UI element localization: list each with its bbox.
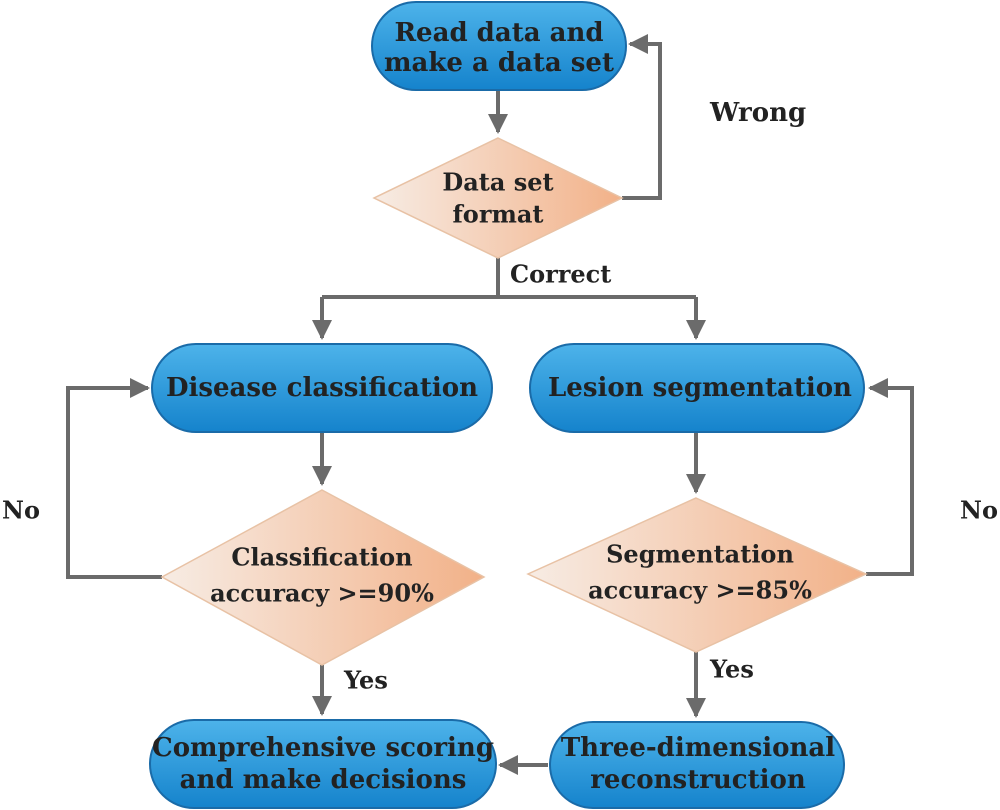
- node-three-dimensional-reconstruction: Three-dimensional reconstruction: [549, 721, 845, 809]
- edge-label-yes-right: Yes: [709, 655, 754, 684]
- edge-labels: Wrong Correct No No Yes Yes: [2, 98, 998, 695]
- edge-label-no-right: No: [960, 496, 998, 525]
- arrow-format-split: [322, 258, 696, 299]
- node-comprehensive-scoring: Comprehensive scoring and make decisions: [149, 719, 497, 809]
- arrow-class-no-loop: [66, 378, 162, 579]
- svg-text:accuracy >=90%: accuracy >=90%: [210, 579, 434, 608]
- node-lesion-segmentation: Lesion segmentation: [529, 343, 865, 433]
- edge-label-yes-left: Yes: [343, 666, 388, 695]
- svg-text:format: format: [452, 200, 543, 229]
- svg-text:accuracy >=85%: accuracy >=85%: [588, 576, 812, 605]
- node-segmentation-accuracy: Segmentation accuracy >=85%: [526, 497, 868, 653]
- node-segmentation-accuracy-label: Segmentation: [606, 540, 794, 569]
- node-classification-accuracy-label: Classification: [231, 543, 412, 572]
- node-read-data: Read data and make a data set: [371, 1, 627, 91]
- edge-label-no-left: No: [2, 496, 40, 525]
- node-data-set-format: Data set format: [372, 137, 624, 259]
- node-disease-classification-label: Disease classification: [166, 373, 478, 403]
- arrow-format-wrong-loop: [622, 34, 662, 200]
- node-read-data-label: Read data and: [394, 18, 603, 48]
- node-data-set-format-label: Data set: [442, 168, 553, 197]
- svg-text:reconstruction: reconstruction: [590, 765, 806, 795]
- edge-label-correct: Correct: [510, 260, 611, 289]
- edge-label-wrong: Wrong: [709, 98, 806, 128]
- node-three-dimensional-reconstruction-label: Three-dimensional: [561, 733, 835, 763]
- arrow-seg-no-loop: [866, 378, 914, 576]
- node-lesion-segmentation-label: Lesion segmentation: [548, 373, 852, 403]
- node-classification-accuracy: Classification accuracy >=90%: [160, 489, 486, 666]
- node-comprehensive-scoring-label: Comprehensive scoring: [152, 733, 494, 763]
- connectors: [66, 34, 914, 775]
- node-disease-classification: Disease classification: [151, 343, 493, 433]
- svg-text:make a data set: make a data set: [384, 48, 614, 78]
- svg-text:and make decisions: and make decisions: [180, 765, 467, 795]
